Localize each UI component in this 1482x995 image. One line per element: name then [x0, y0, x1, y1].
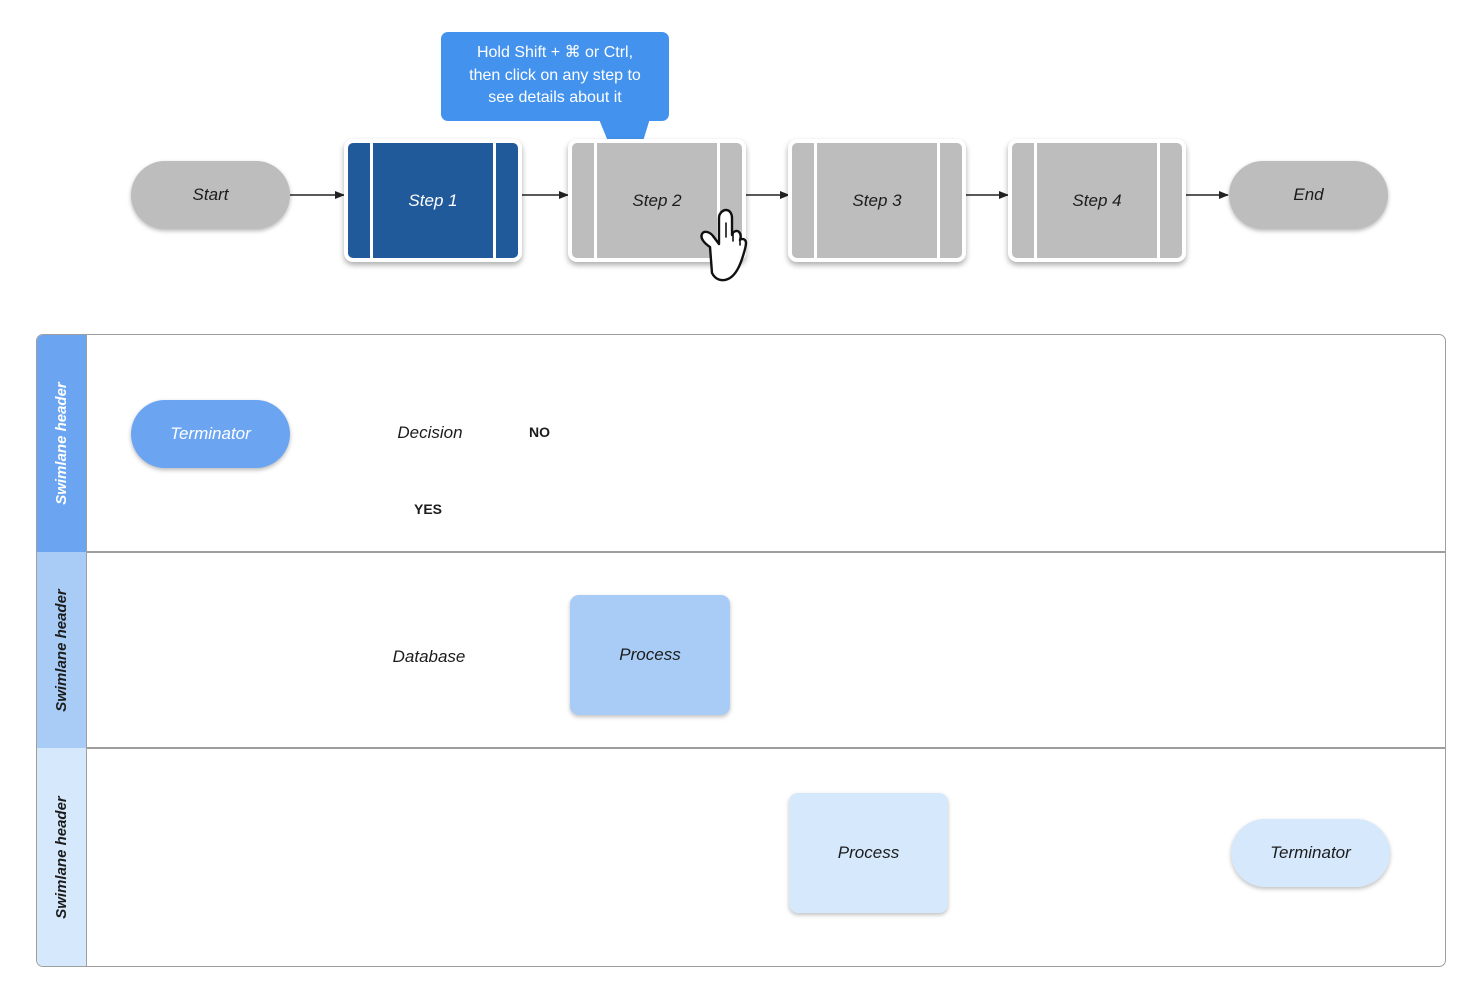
- diagram-node-process-2[interactable]: Process: [789, 793, 948, 913]
- flow-node-step3[interactable]: Step 3: [788, 139, 966, 262]
- diagram-node-terminator-start[interactable]: Terminator: [131, 400, 290, 468]
- step2-divider-right: [717, 143, 720, 258]
- flow-node-end-label: End: [1293, 184, 1324, 204]
- diagram-node-process-1[interactable]: Process: [570, 595, 730, 715]
- terminator-start-label: Terminator: [170, 423, 251, 443]
- lane-header-1-label: Swimlane header: [53, 382, 70, 505]
- flow-node-step4[interactable]: Step 4: [1008, 139, 1186, 262]
- lane-header-1[interactable]: Swimlane header: [37, 335, 87, 552]
- tooltip-line-3: see details about it: [488, 89, 622, 107]
- lane-divider-2: [87, 747, 1445, 749]
- database-label: Database: [392, 647, 466, 666]
- lane-header-3-label: Swimlane header: [53, 795, 70, 919]
- lane-divider-1: [87, 551, 1445, 553]
- terminator-end-label: Terminator: [1270, 842, 1351, 862]
- lane-header-2[interactable]: Swimlane header: [37, 552, 87, 748]
- diagram-node-database[interactable]: Database: [369, 640, 489, 674]
- edge-label-yes: YES: [412, 501, 445, 517]
- step3-divider-right: [937, 143, 940, 258]
- flow-node-start[interactable]: Start: [131, 161, 290, 229]
- step1-divider-right: [493, 143, 496, 258]
- step1-divider-left: [370, 143, 373, 258]
- diagram-node-terminator-end[interactable]: Terminator: [1231, 819, 1390, 887]
- lane-header-2-label: Swimlane header: [53, 588, 70, 712]
- flow-node-step4-label: Step 4: [1072, 190, 1122, 210]
- tooltip-line-2: then click on any step to: [469, 66, 641, 84]
- diagram-node-decision[interactable]: Decision: [360, 410, 500, 456]
- step2-divider-left: [594, 143, 597, 258]
- flow-node-step1-label: Step 1: [408, 190, 458, 210]
- process-2-label: Process: [837, 842, 900, 862]
- tooltip-line-1: Hold Shift + ⌘ or Ctrl,: [476, 44, 634, 61]
- step3-divider-left: [814, 143, 817, 258]
- pointer-hand-cursor: [697, 207, 749, 285]
- step4-divider-right: [1157, 143, 1160, 258]
- process-1-label: Process: [619, 644, 681, 664]
- flow-node-step2-label: Step 2: [632, 190, 682, 210]
- flow-node-step1[interactable]: Step 1: [344, 139, 522, 262]
- decision-label: Decision: [397, 423, 463, 442]
- tooltip-bubble: Hold Shift + ⌘ or Ctrl, then click on an…: [441, 32, 669, 122]
- flow-node-start-label: Start: [192, 184, 229, 204]
- step4-divider-left: [1034, 143, 1037, 258]
- lane-header-3[interactable]: Swimlane header: [37, 748, 87, 966]
- flow-node-step3-label: Step 3: [852, 190, 902, 210]
- flow-node-end[interactable]: End: [1229, 161, 1388, 229]
- edge-label-no: NO: [527, 424, 552, 440]
